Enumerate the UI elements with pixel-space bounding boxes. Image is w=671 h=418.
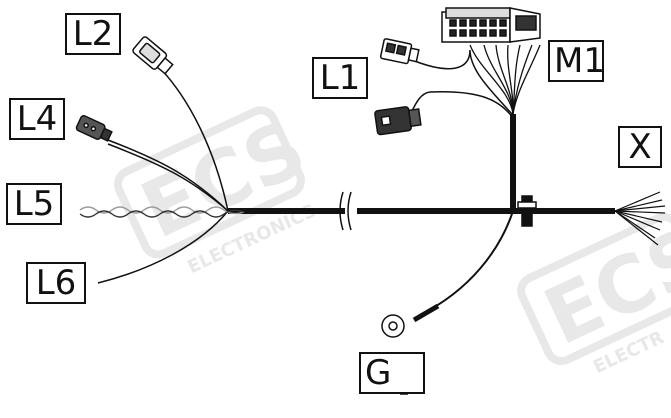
label-ground: G (359, 352, 425, 394)
label-ground-text: G (365, 353, 392, 393)
connector-l1-upper (379, 38, 420, 65)
branch-wires-l1 (409, 49, 514, 119)
label-l2: L2 (65, 13, 121, 55)
main-harness (228, 114, 615, 231)
label-l4: L4 (9, 98, 65, 140)
branch-wires-left (97, 67, 229, 284)
watermark-logo-center: ECS ELECTRONICS (113, 104, 319, 278)
label-l1: L1 (312, 57, 368, 99)
connector-m1 (441, 7, 541, 43)
label-l5: L5 (6, 183, 62, 225)
ground-ring-terminal (381, 314, 405, 338)
connector-l1-lower (374, 106, 422, 136)
cable-clamp (517, 195, 537, 227)
connector-l4 (75, 114, 113, 142)
wavy-wires-l5 (79, 206, 245, 218)
ground-wire (412, 210, 514, 323)
connector-l2 (132, 36, 174, 75)
m1-fan-wires (469, 44, 541, 115)
label-x: X (618, 126, 662, 168)
watermark-logo-right: ECS ELECTR (517, 210, 671, 378)
label-l6: L6 (26, 262, 86, 304)
open-wires-x (614, 191, 666, 246)
label-m1: M1 (548, 40, 605, 82)
